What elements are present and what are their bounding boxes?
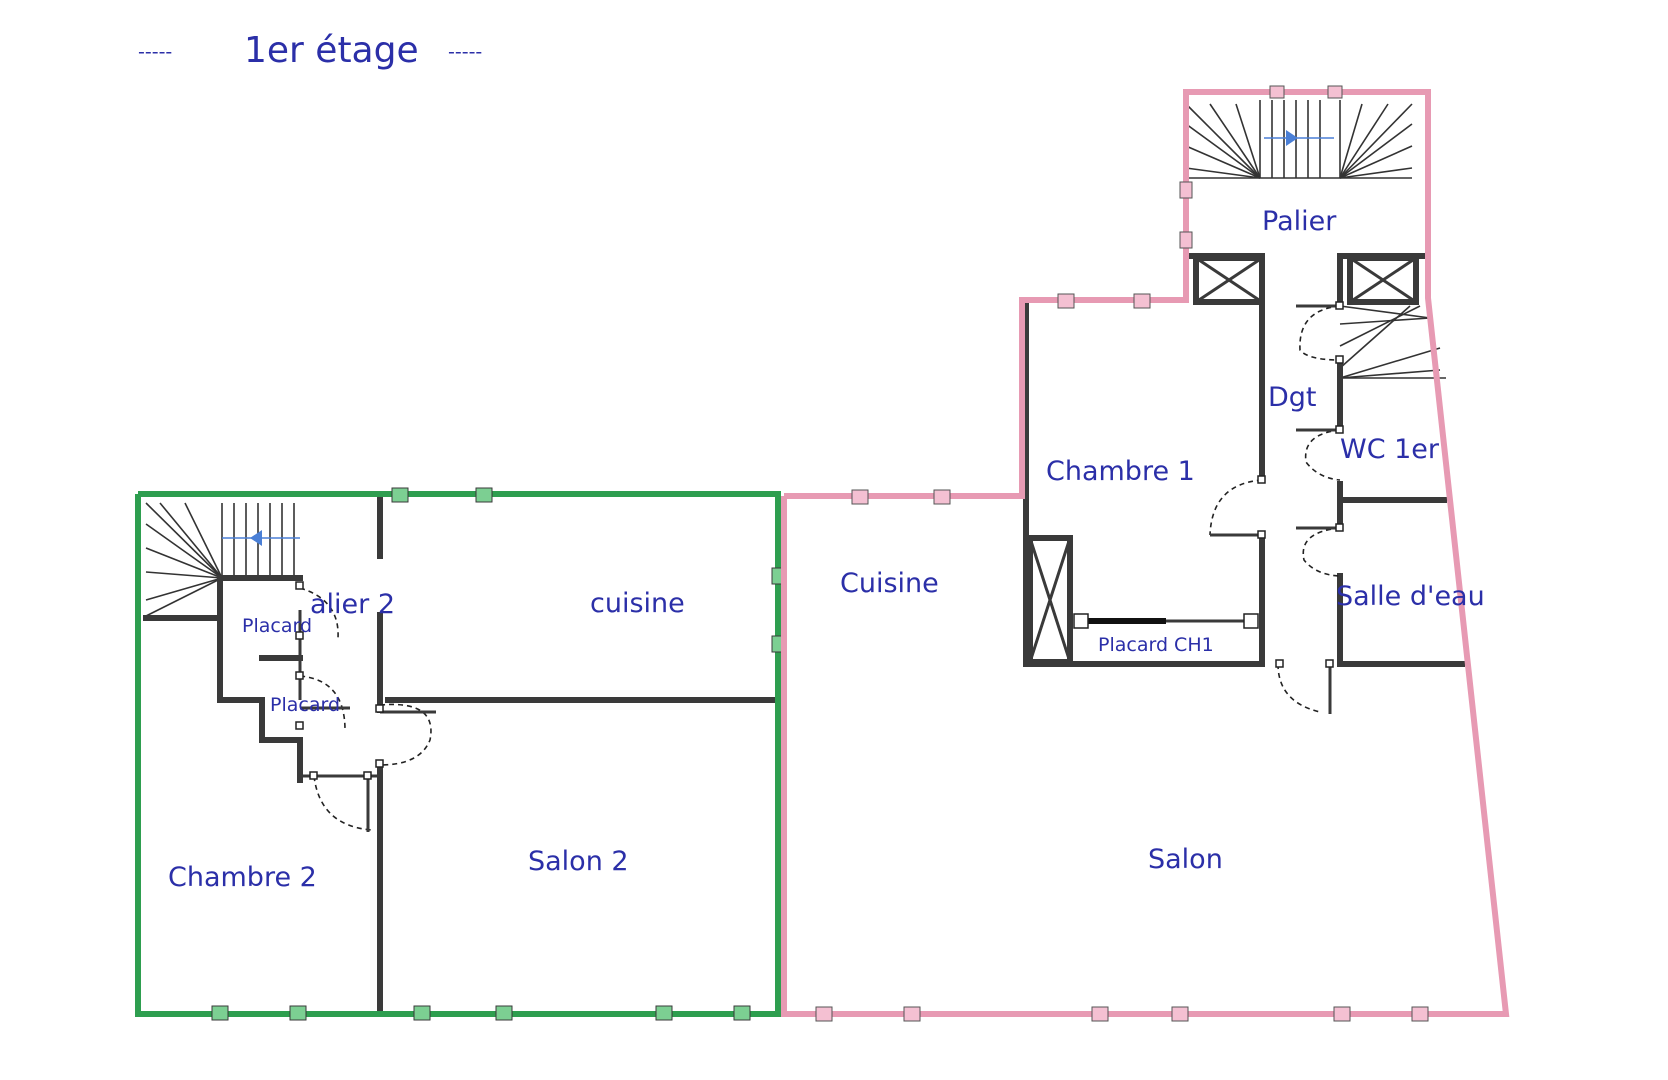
room-label-salle-eau: Salle d'eau	[1336, 581, 1485, 612]
room-label-cuisine-right: Cuisine	[840, 568, 939, 599]
right-apartment: Palier Dgt WC 1er Chambre 1 Salle d'eau …	[781, 85, 1510, 1022]
window	[815, 1006, 833, 1022]
placard-wall	[217, 615, 303, 743]
door-chambre1[interactable]	[1209, 479, 1263, 536]
stair-left	[145, 502, 300, 617]
shaft-left	[1193, 255, 1265, 305]
window	[475, 487, 493, 503]
window	[413, 1005, 431, 1021]
room-label-salon2: Salon 2	[528, 846, 629, 877]
room-label-chambre1: Chambre 1	[1046, 456, 1195, 487]
window	[1091, 1006, 1109, 1022]
floor-title: 1er étage	[244, 30, 419, 71]
stair-wall	[143, 575, 303, 621]
room-label-salon: Salon	[1148, 844, 1223, 875]
window	[1269, 85, 1285, 99]
window	[933, 489, 951, 505]
room-label-palier2: alier 2	[310, 589, 395, 620]
stair-dgt	[1339, 305, 1446, 379]
title-dash-left: -----	[138, 41, 172, 63]
zone-right-boundary	[781, 89, 1510, 1017]
window	[211, 1005, 229, 1021]
window	[733, 1005, 751, 1021]
window	[851, 489, 869, 505]
room-label-dgt: Dgt	[1268, 382, 1317, 413]
window	[495, 1005, 513, 1021]
room-label-placard-a: Placard	[242, 615, 312, 637]
stair-top	[1185, 100, 1413, 179]
door-chambre2[interactable]	[313, 775, 373, 831]
window	[391, 487, 409, 503]
door-dgt-salon[interactable]	[1277, 663, 1321, 713]
window	[1411, 1006, 1429, 1022]
window	[1171, 1006, 1189, 1022]
window	[655, 1005, 673, 1021]
room-label-palier: Palier	[1262, 206, 1337, 237]
room-label-wc: WC 1er	[1340, 434, 1440, 465]
window	[1179, 231, 1193, 249]
title-dash-right: -----	[448, 41, 482, 63]
window	[289, 1005, 307, 1021]
zone-left-boundary	[135, 491, 781, 1017]
door-stair-dgt[interactable]	[1299, 305, 1341, 361]
door-salon2[interactable]	[379, 703, 432, 766]
room-label-placard-b: Placard	[270, 694, 340, 716]
room-label-cuisine-left: cuisine	[590, 588, 685, 619]
window	[903, 1006, 921, 1022]
window	[1327, 85, 1343, 99]
door-wc[interactable]	[1304, 429, 1341, 481]
left-apartment: alier 2 cuisine Placard Placard Chambre …	[135, 487, 787, 1021]
window	[1057, 293, 1075, 309]
wall-chambre1	[1023, 297, 1265, 667]
window	[1133, 293, 1151, 309]
room-label-placard-ch1: Placard CH1	[1098, 634, 1214, 656]
window	[1179, 181, 1193, 199]
window	[1333, 1006, 1351, 1022]
door-salle-eau[interactable]	[1302, 527, 1341, 577]
shaft-chambre1	[1027, 535, 1073, 665]
door-placard-b[interactable]	[299, 675, 346, 731]
room-label-chambre2: Chambre 2	[168, 862, 317, 893]
shaft-right	[1347, 255, 1419, 305]
